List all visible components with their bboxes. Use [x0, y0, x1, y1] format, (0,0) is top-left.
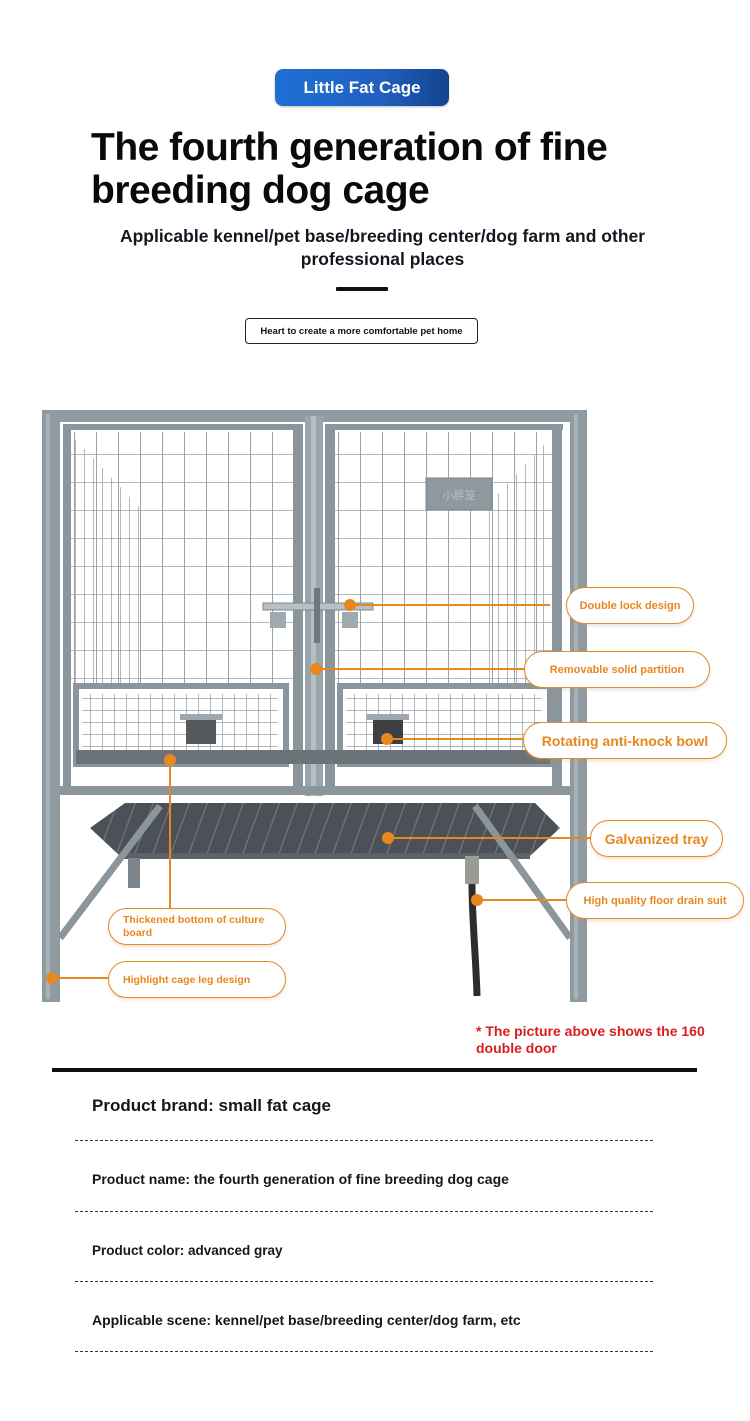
- spec-name: Product name: the fourth generation of f…: [92, 1171, 509, 1187]
- spec-dashed-divider: [75, 1211, 653, 1212]
- callout-removable-partition: Removable solid partition: [524, 651, 710, 688]
- callout-rotating-bowl: Rotating anti-knock bowl: [523, 722, 727, 759]
- spec-dashed-divider: [75, 1281, 653, 1282]
- callout-floor-drain: High quality floor drain suit: [566, 882, 744, 919]
- brand-badge: Little Fat Cage: [275, 69, 449, 106]
- product-image: 小胖笼: [30, 398, 744, 1018]
- callout-galvanized-tray: Galvanized tray: [590, 820, 723, 857]
- tagline-box: Heart to create a more comfortable pet h…: [245, 318, 478, 344]
- section-divider: [52, 1068, 697, 1072]
- page-title: The fourth generation of fine breeding d…: [91, 126, 608, 212]
- spec-dashed-divider: [75, 1351, 653, 1352]
- page-subtitle: Applicable kennel/pet base/breeding cent…: [119, 226, 646, 269]
- spec-brand: Product brand: small fat cage: [92, 1096, 331, 1115]
- title-divider: [336, 287, 388, 291]
- spec-dashed-divider: [75, 1140, 653, 1141]
- spec-color: Product color: advanced gray: [92, 1243, 283, 1258]
- callout-culture-board: Thickened bottom of culture board: [108, 908, 286, 945]
- spec-scene: Applicable scene: kennel/pet base/breedi…: [92, 1312, 521, 1328]
- dog-cage-illustration: 小胖笼: [42, 410, 592, 1002]
- image-note: * The picture above shows the 160 double…: [476, 1023, 705, 1056]
- nameplate-text: 小胖笼: [443, 488, 476, 502]
- callout-cage-leg: Highlight cage leg design: [108, 961, 286, 998]
- callout-double-lock: Double lock design: [566, 587, 694, 624]
